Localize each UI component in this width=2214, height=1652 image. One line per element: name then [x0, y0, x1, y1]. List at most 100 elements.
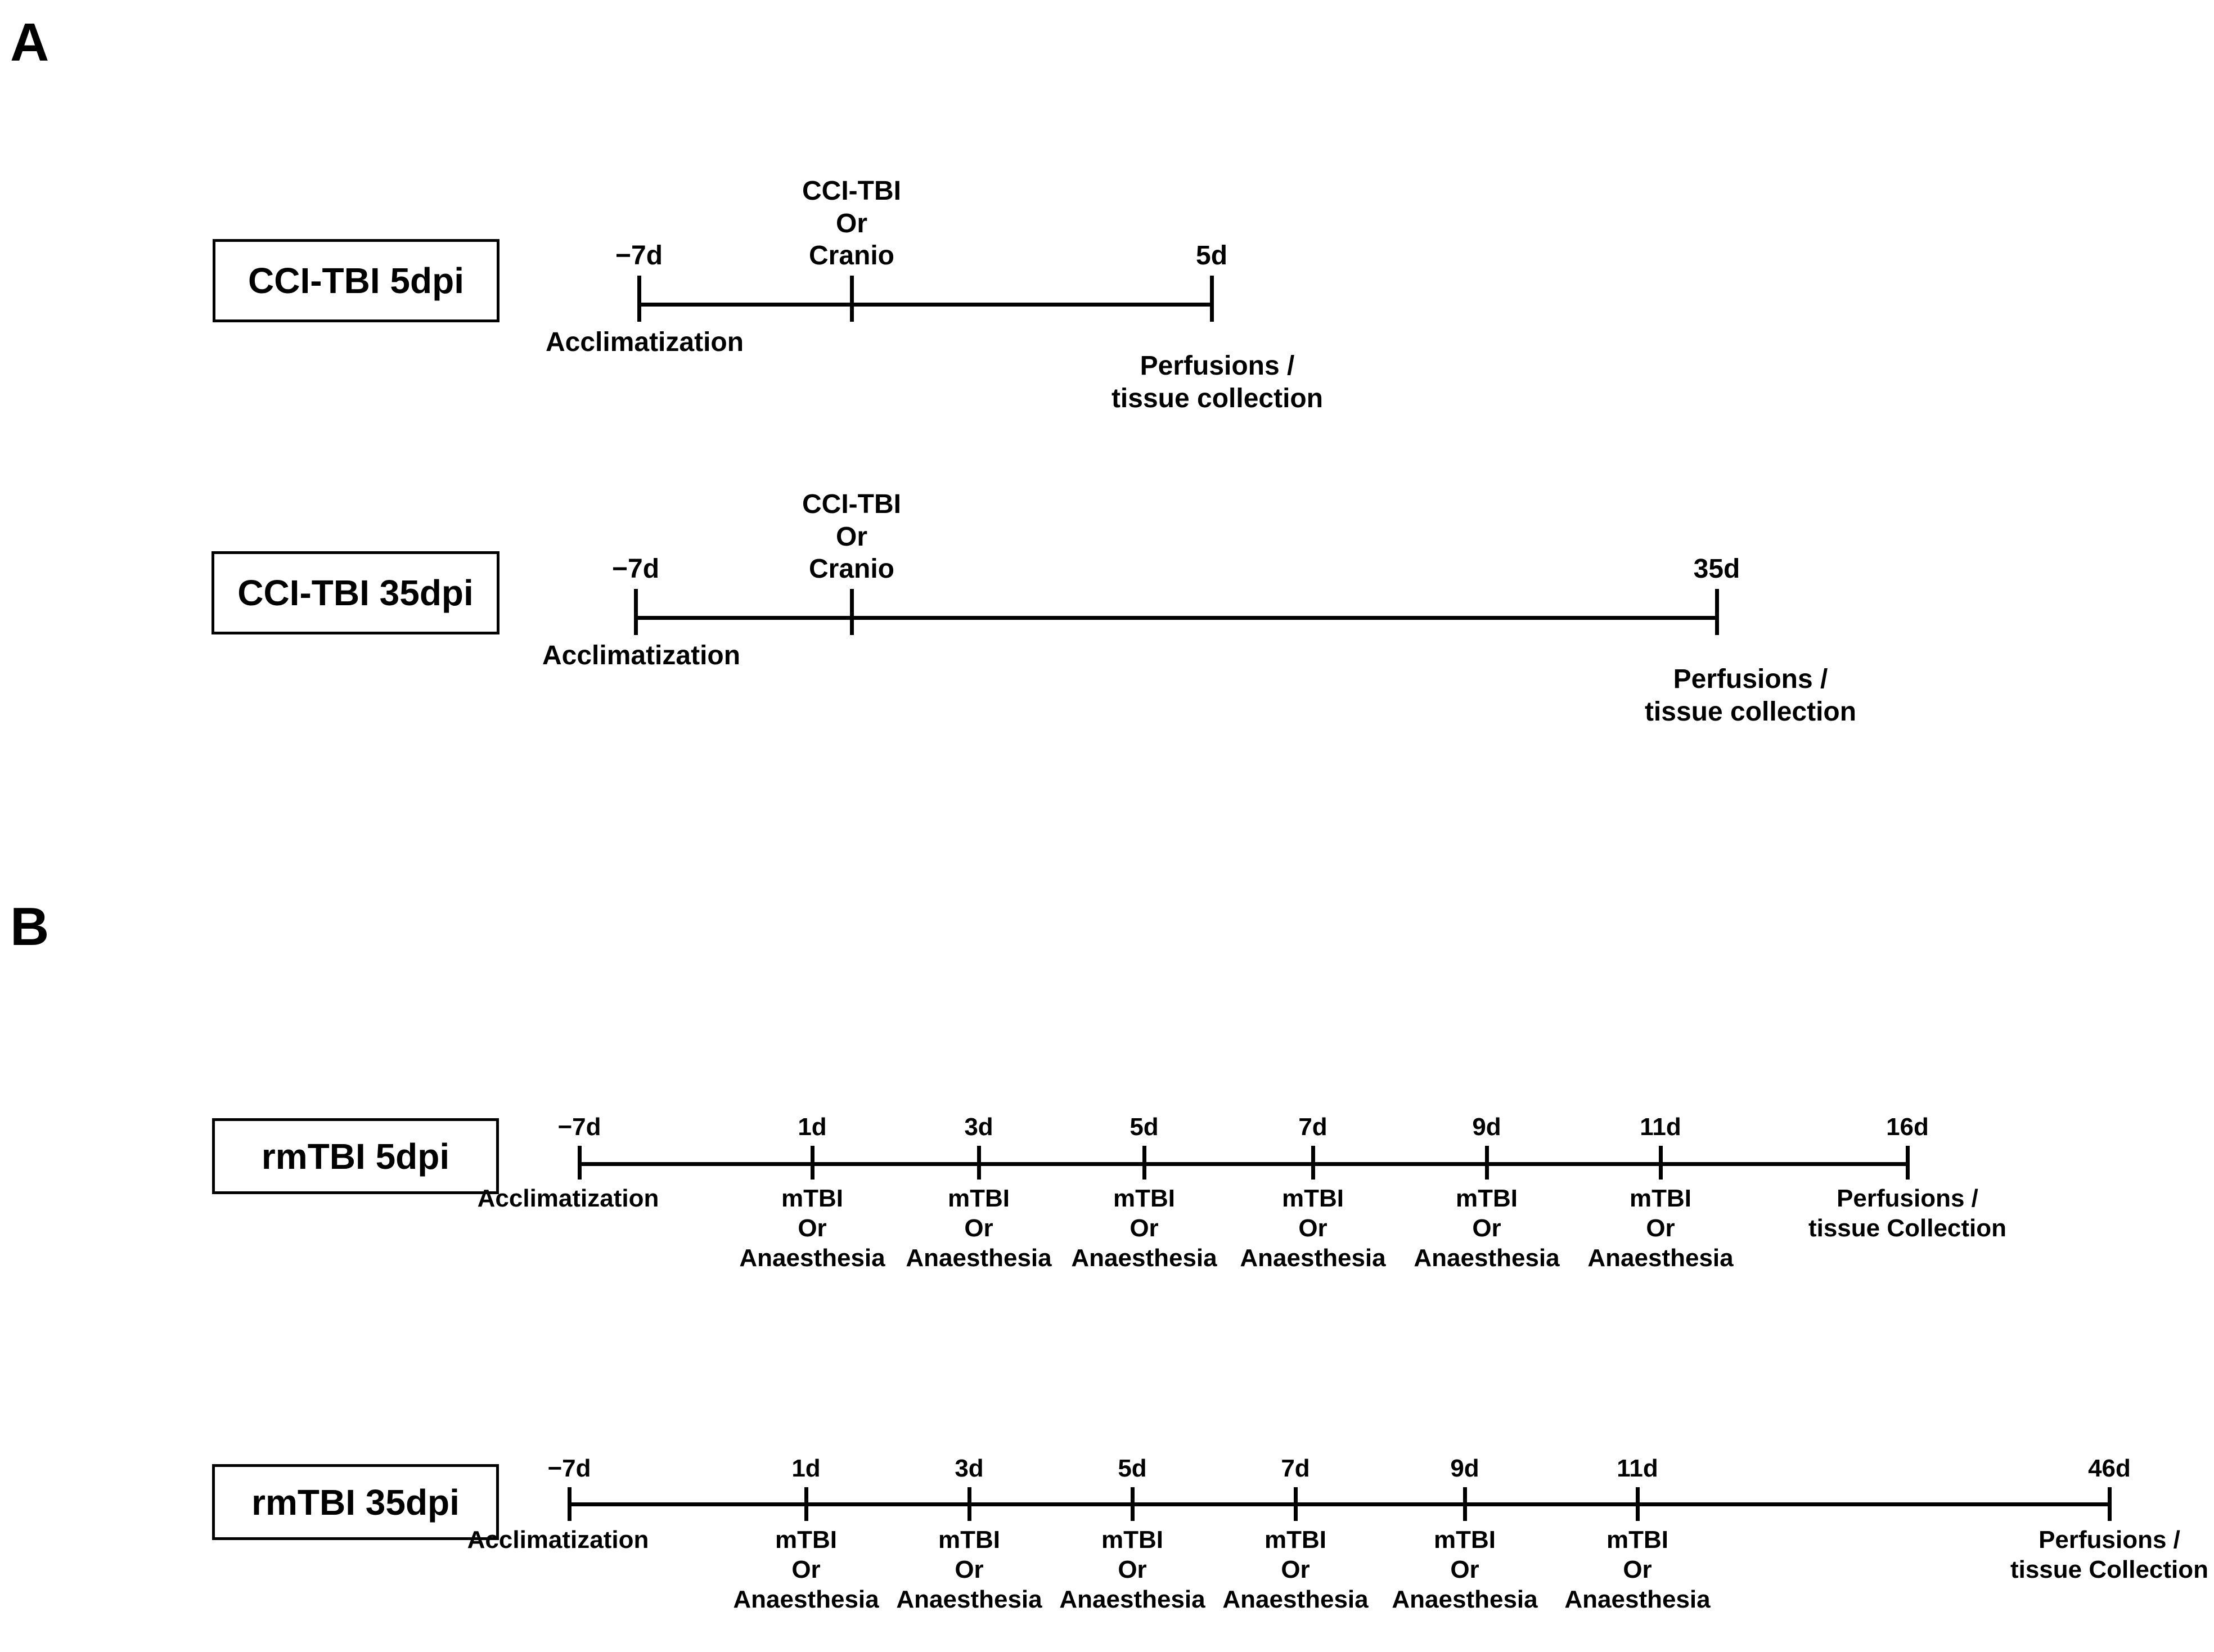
- timeline-tick: [850, 589, 854, 635]
- tick-day-label: 9d: [1472, 1113, 1501, 1141]
- endpoint-label-line: tissue collection: [1111, 383, 1324, 413]
- procedure-label-line: Anaesthesia: [733, 1585, 879, 1613]
- procedure-label-line: mTBI: [1101, 1526, 1163, 1554]
- endpoint-label-line: Perfusions /: [1140, 351, 1295, 381]
- group-label-box: rmTBI 5dpi: [212, 1118, 499, 1194]
- tick-day-label: 3d: [964, 1113, 993, 1141]
- procedure-label-line: mTBI: [1606, 1526, 1668, 1554]
- timeline-tick: [1715, 589, 1719, 635]
- procedure-label-line: Anaesthesia: [1392, 1585, 1538, 1613]
- acclimatization-label: Acclimatization: [478, 1184, 659, 1214]
- procedure-label-line: mTBI: [938, 1526, 1000, 1554]
- tick-day-label: −7d: [611, 554, 660, 584]
- timeline-tick: [1131, 1487, 1135, 1521]
- procedure-label-line: Or: [1450, 1555, 1479, 1583]
- timeline-tick: [1294, 1487, 1298, 1521]
- tick-event-label-line: Or: [835, 208, 867, 238]
- acclimatization-label: Acclimatization: [467, 1525, 649, 1555]
- acclimatization-label-line: Acclimatization: [542, 641, 741, 670]
- procedure-label-line: Anaesthesia: [1414, 1244, 1560, 1272]
- timeline-axis: [636, 616, 1717, 620]
- tick-day-label: 35d: [1693, 554, 1740, 584]
- procedure-label-line: Or: [1472, 1214, 1501, 1242]
- endpoint-label-line: Perfusions /: [1837, 1185, 1978, 1212]
- procedure-label-line: mTBI: [1455, 1185, 1518, 1212]
- timeline-tick: [1142, 1146, 1146, 1180]
- timeline-tick: [2108, 1487, 2112, 1521]
- tick-day-label: 5d: [1130, 1113, 1159, 1141]
- tick-day-label: 16d: [1886, 1113, 1929, 1141]
- timeline-tick: [568, 1487, 572, 1521]
- endpoint-label-line: Perfusions /: [1673, 664, 1828, 694]
- tick-day-label: 11d: [1617, 1455, 1658, 1482]
- timeline-tick: [1463, 1487, 1467, 1521]
- tick-day-label: 1d: [791, 1455, 821, 1482]
- procedure-label-line: Or: [1130, 1214, 1159, 1242]
- panel-letter-a: A: [10, 12, 50, 73]
- tick-day-label: 9d: [1450, 1455, 1479, 1482]
- endpoint-label-line: Perfusions /: [2038, 1526, 2180, 1554]
- procedure-label-line: mTBI: [781, 1185, 843, 1212]
- procedure-label-line: Anaesthesia: [739, 1244, 885, 1272]
- acclimatization-label-line: Acclimatization: [467, 1526, 649, 1554]
- timeline-tick: [804, 1487, 808, 1521]
- tick-day-label: 1d: [798, 1113, 827, 1141]
- tick-day-label: 5d: [1195, 241, 1228, 271]
- group-label-box: rmTBI 35dpi: [212, 1464, 499, 1540]
- panel-letter-b: B: [10, 897, 50, 957]
- procedure-label-line: Anaesthesia: [906, 1244, 1052, 1272]
- procedure-label-line: Or: [1118, 1555, 1147, 1583]
- timeline-tick: [850, 276, 854, 322]
- tick-event-label-line: Cranio: [808, 554, 894, 584]
- tick-day-label: 11d: [1640, 1113, 1681, 1141]
- timeline-tick: [1906, 1146, 1910, 1180]
- tick-day-label: 46d: [2088, 1455, 2131, 1482]
- procedure-label-line: Or: [1298, 1214, 1328, 1242]
- tick-event-label-line: CCI-TBI: [802, 176, 901, 206]
- procedure-label-line: Anaesthesia: [1564, 1585, 1711, 1613]
- procedure-label-line: Or: [1646, 1214, 1675, 1242]
- procedure-label-line: Or: [955, 1555, 984, 1583]
- acclimatization-label-line: Acclimatization: [477, 1185, 659, 1212]
- endpoint-label: Perfusions /tissue collection: [1645, 663, 1856, 728]
- endpoint-label-line: tissue Collection: [2010, 1555, 2209, 1583]
- tick-event-label-line: Or: [835, 521, 867, 552]
- tick-day-label: 5d: [1118, 1455, 1147, 1482]
- timeline-axis: [578, 1162, 1909, 1166]
- procedure-label-line: mTBI: [1433, 1526, 1496, 1554]
- procedure-label-line: Anaesthesia: [1587, 1244, 1734, 1272]
- procedure-label-line: mTBI: [775, 1526, 837, 1554]
- procedure-label-line: Anaesthesia: [896, 1585, 1042, 1613]
- group-label-box: CCI-TBI 5dpi: [213, 239, 500, 322]
- procedure-label-line: Or: [1281, 1555, 1310, 1583]
- procedure-label-line: Or: [798, 1214, 827, 1242]
- tick-day-label: −7d: [547, 1455, 591, 1482]
- timeline-tick: [1636, 1487, 1640, 1521]
- procedure-label-line: Anaesthesia: [1059, 1585, 1205, 1613]
- timeline-tick: [578, 1146, 582, 1180]
- procedure-label-line: mTBI: [947, 1185, 1010, 1212]
- timeline-tick: [968, 1487, 971, 1521]
- timeline-tick: [1485, 1146, 1489, 1180]
- timeline-tick: [977, 1146, 981, 1180]
- procedure-label-line: Anaesthesia: [1222, 1585, 1369, 1613]
- timeline-tick: [1311, 1146, 1315, 1180]
- procedure-label-line: mTBI: [1264, 1526, 1326, 1554]
- tick-day-label: −7d: [557, 1113, 601, 1141]
- tick-day-label: −7d: [615, 241, 663, 271]
- procedure-label-line: mTBI: [1113, 1185, 1175, 1212]
- acclimatization-label: Acclimatization: [542, 640, 740, 672]
- procedure-label-line: Anaesthesia: [1071, 1244, 1217, 1272]
